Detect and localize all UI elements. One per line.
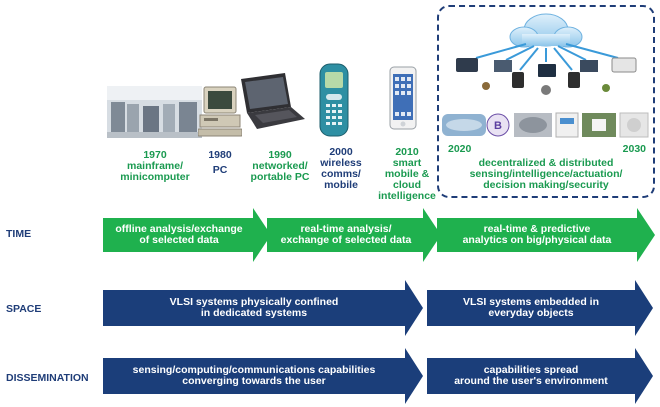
future-caption: decentralized & distributed sensing/inte… bbox=[440, 158, 652, 191]
mainframe-image bbox=[107, 86, 202, 138]
era-year: 1980 bbox=[208, 149, 232, 161]
cloud-iot-network-image bbox=[446, 10, 646, 110]
arrow-text: capabilities spread bbox=[483, 363, 579, 376]
era-line: mobile bbox=[324, 179, 358, 191]
future-year-start: 2020 bbox=[448, 143, 472, 155]
time-arrow-1: offline analysis/exchange of selected da… bbox=[103, 208, 271, 262]
arrow-text: exchange of selected data bbox=[280, 234, 412, 246]
arrow-text: offline analysis/exchange bbox=[115, 222, 243, 235]
era-line: networked/ bbox=[252, 160, 308, 172]
era-line: mobile & bbox=[384, 168, 430, 180]
era-line: mainframe/ bbox=[126, 160, 184, 172]
era-year: 2010 bbox=[395, 146, 419, 158]
era-line: wireless bbox=[320, 157, 362, 169]
row-label-space: SPACE bbox=[6, 303, 42, 315]
time-arrow-2: real-time analysis/ exchange of selected… bbox=[267, 208, 441, 262]
dissemination-arrow-1: sensing/computing/communications capabil… bbox=[103, 348, 423, 404]
era-line: PC bbox=[212, 164, 228, 176]
arrow-text: in dedicated systems bbox=[200, 307, 308, 319]
arrow-text: converging towards the user bbox=[182, 375, 326, 387]
iot-objects-strip-image: B bbox=[442, 110, 650, 138]
arrow-text: analytics on big/physical data bbox=[462, 234, 612, 246]
era-year: 1970 bbox=[143, 149, 167, 161]
dissemination-arrow-2: capabilities spread around the user's en… bbox=[427, 348, 653, 404]
space-arrow-1: VLSI systems physically confined in dedi… bbox=[103, 280, 423, 336]
era-year: 2000 bbox=[329, 146, 353, 158]
arrow-text: real-time analysis/ bbox=[300, 222, 392, 235]
row-label-dissemination: DISSEMINATION bbox=[6, 372, 89, 384]
time-arrow-3: real-time & predictive analytics on big/… bbox=[437, 208, 655, 262]
future-year-end: 2030 bbox=[622, 143, 646, 155]
future-line: sensing/intelligence/actuation/ bbox=[469, 168, 623, 180]
era-1990: 1990 networked/ portable PC bbox=[244, 150, 316, 183]
arrow-text: VLSI systems physically confined bbox=[169, 295, 339, 308]
svg-text:B: B bbox=[494, 120, 502, 132]
mobile-phone-image bbox=[316, 62, 354, 140]
space-arrow-2: VLSI systems embedded in everyday object… bbox=[427, 280, 653, 336]
era-line: intelligence bbox=[378, 190, 436, 202]
row-label-time: TIME bbox=[6, 228, 32, 240]
arrow-text: everyday objects bbox=[488, 307, 574, 319]
desktop-pc-image bbox=[197, 85, 243, 137]
era-2010: 2010 smart mobile & cloud intelligence bbox=[372, 147, 442, 202]
arrow-text: sensing/computing/communications capabil… bbox=[132, 363, 376, 376]
era-line: comms/ bbox=[321, 168, 361, 180]
arrow-text: around the user's environment bbox=[454, 375, 608, 387]
smartphone-image bbox=[388, 66, 418, 130]
era-line: smart bbox=[392, 157, 422, 169]
arrow-text: real-time & predictive bbox=[483, 222, 591, 235]
era-line: cloud bbox=[393, 179, 421, 191]
arrow-text: VLSI systems embedded in bbox=[463, 295, 599, 308]
era-1970: 1970 mainframe/ minicomputer bbox=[100, 150, 210, 183]
laptop-image bbox=[235, 73, 307, 135]
future-line: decision making/security bbox=[483, 179, 609, 191]
era-line: minicomputer bbox=[120, 171, 190, 183]
future-line: decentralized & distributed bbox=[478, 157, 614, 169]
era-1980: 1980 PC bbox=[200, 150, 240, 176]
era-line: portable PC bbox=[250, 171, 310, 183]
era-year: 1990 bbox=[268, 149, 292, 161]
era-2000: 2000 wireless comms/ mobile bbox=[312, 147, 370, 191]
arrow-text: of selected data bbox=[139, 234, 219, 246]
future-dashed-box bbox=[437, 5, 655, 198]
